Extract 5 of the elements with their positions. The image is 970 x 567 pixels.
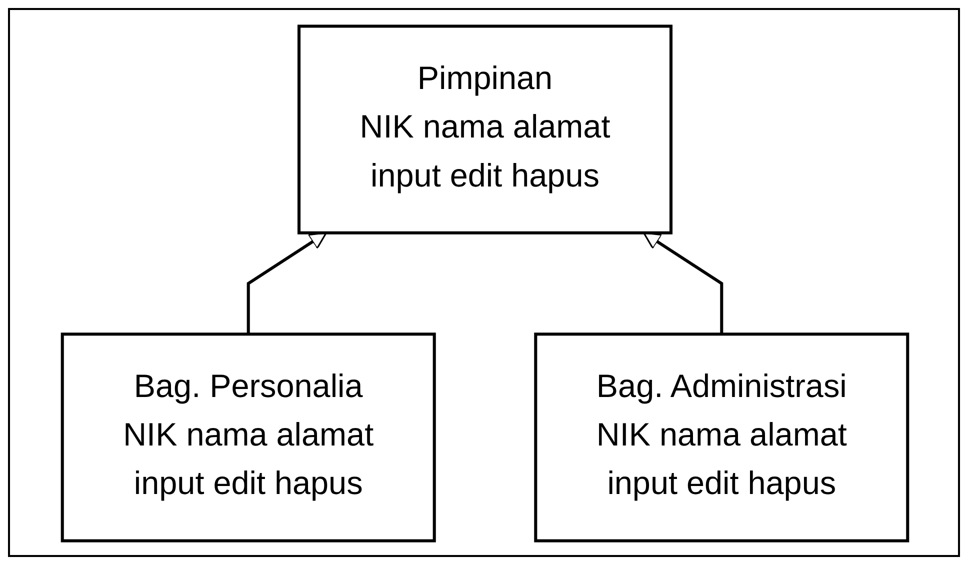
arrow [642,232,724,334]
node-box: Bag. Administrasi NIK nama alamat input edit hapus [534,332,910,542]
node-box: Bag. Personalia NIK nama alamat input edit hapus [60,332,436,542]
node-box: Pimpinan NIK nama alamat input edit hapus [298,24,672,234]
arrow [246,232,328,334]
